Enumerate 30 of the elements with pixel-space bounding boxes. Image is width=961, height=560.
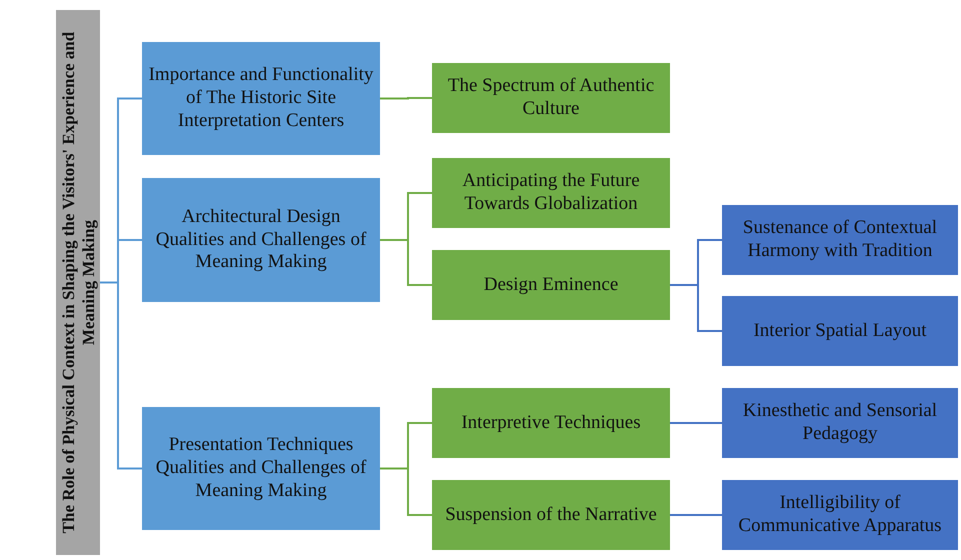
box-label: Interior Spatial Layout <box>753 320 927 342</box>
topic-box <box>432 158 670 228</box>
connector-line <box>670 422 722 424</box>
box-label: Anticipating the Future Towards Globalization <box>461 170 641 216</box>
connector-line <box>380 97 432 100</box>
topic-box <box>432 480 670 550</box>
box-label: Kinesthetic and Sensorial Pedagogy <box>742 400 938 446</box>
topic-box <box>432 63 670 133</box>
topic-box <box>432 250 670 320</box>
topic-box <box>722 480 958 550</box>
topic-box <box>722 205 958 275</box>
connector-line <box>100 282 142 470</box>
topic-box <box>142 42 380 155</box>
box-label: Interpretive Techniques <box>461 412 641 434</box>
box-label: Intelligibility of Communicative Apparatus <box>737 492 943 538</box>
topic-box <box>432 388 670 458</box>
box-label: Design Eminence <box>484 274 618 296</box>
topic-box <box>722 296 958 366</box>
title-bar <box>56 10 100 555</box>
topic-box <box>142 178 380 302</box>
box-label: Sustenance of Contextual Harmony with Tradition <box>742 217 938 263</box>
topic-box <box>722 388 958 458</box>
box-label: Suspension of the Narrative <box>445 504 657 526</box>
box-label: The Spectrum of Authentic Culture <box>446 75 656 121</box>
box-label: Architectural Design Qualities and Challenges of Meaning Making <box>154 206 368 274</box>
topic-box <box>142 407 380 530</box>
box-label: Importance and Functionality of The Historic Site Interpretation Centers <box>148 64 374 133</box>
box-label: Presentation Techniques Qualities and Challenges of Meaning Making <box>154 434 368 503</box>
box-label: The Role of Physical Context in Shaping the Visitors' Experience and Meaning Making <box>58 30 98 536</box>
connector-line <box>670 514 722 516</box>
